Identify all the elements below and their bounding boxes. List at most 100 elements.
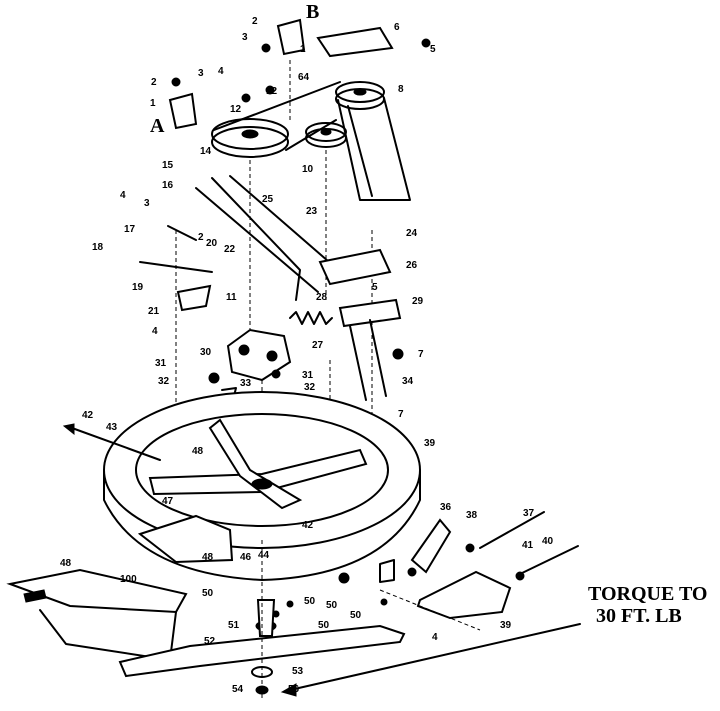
callout-4: 4	[218, 66, 224, 77]
callout-2: 2	[151, 77, 157, 88]
lift-rod-22	[195, 187, 319, 293]
callout-31: 31	[155, 358, 167, 369]
callout-37: 37	[523, 508, 535, 519]
callout-64: 64	[298, 72, 310, 83]
callout-46: 46	[240, 552, 252, 563]
deck-top	[103, 391, 421, 549]
callout-11: 11	[226, 292, 237, 303]
callout-a: A	[150, 115, 165, 137]
callout-34: 34	[402, 376, 414, 387]
callout-3: 3	[198, 68, 204, 79]
callout-6: 6	[394, 22, 400, 33]
callout-23: 23	[306, 206, 318, 217]
callout-41: 41	[522, 540, 534, 551]
callout-50: 50	[304, 596, 316, 607]
callout-16: 16	[162, 180, 174, 191]
callout-25: 25	[262, 194, 274, 205]
callout-21: 21	[148, 306, 160, 317]
callout-39: 39	[424, 438, 436, 449]
callout-19: 19	[132, 282, 144, 293]
callout-5: 5	[372, 282, 378, 293]
svg-text:100: 100	[120, 574, 137, 585]
callout-4: 4	[432, 632, 438, 643]
callout-20: 20	[206, 238, 218, 249]
callout-31: 31	[302, 370, 314, 381]
idler-bracket-29	[338, 298, 402, 328]
callout-1: 1	[300, 44, 306, 55]
torque-note-line2: 30 FT. LB	[596, 605, 682, 627]
callout-12: 12	[230, 104, 242, 115]
callout-7: 7	[418, 349, 424, 360]
callout-1: 1	[150, 98, 156, 109]
callout-38: 38	[466, 510, 478, 521]
callout-33: 33	[240, 378, 252, 389]
mower-deck-housing	[62, 391, 421, 581]
callout-48: 48	[192, 446, 204, 457]
callout-29: 29	[412, 296, 424, 307]
callout-53: 53	[292, 666, 304, 677]
callout-b: B	[306, 1, 319, 23]
callout-22: 22	[224, 244, 236, 255]
mower-blade-52	[118, 624, 406, 678]
callout-50: 50	[326, 600, 338, 611]
callout-3: 3	[144, 198, 150, 209]
callout-56: 56	[288, 684, 300, 695]
callout-labels: B A 2 2 2 3 3 3 1 1 4 4 4 4 5 5 6 7 7 8 …	[60, 1, 554, 695]
callout-14: 14	[200, 146, 212, 157]
callout-18: 18	[92, 242, 104, 253]
callout-36: 36	[440, 502, 452, 513]
callout-32: 32	[304, 382, 316, 393]
callout-17: 17	[124, 224, 136, 235]
callout-47: 47	[162, 496, 174, 507]
blade-assembly	[118, 540, 406, 700]
rod-19	[139, 261, 213, 273]
callout-48: 48	[202, 552, 214, 563]
callout-50: 50	[318, 620, 330, 631]
blade-in-deck	[148, 448, 368, 496]
idler-arm-26	[318, 248, 392, 286]
torque-arrow	[289, 623, 581, 691]
callout-26: 26	[406, 260, 418, 271]
callout-30: 30	[200, 347, 212, 358]
callout-54: 54	[232, 684, 244, 695]
callout-50: 50	[350, 610, 362, 621]
callout-40: 40	[542, 536, 554, 547]
callout-50: 50	[202, 588, 214, 599]
spindle-51	[256, 599, 276, 637]
spring-27	[289, 311, 333, 325]
torque-note: TORQUE TO 30 FT. LB	[588, 583, 708, 627]
callout-5: 5	[430, 44, 436, 55]
drive-belt-assembly	[168, 18, 431, 440]
rod-42	[71, 427, 161, 461]
callout-3: 3	[242, 32, 248, 43]
callout-52: 52	[204, 636, 216, 647]
spindle-housing-30	[226, 328, 292, 382]
callout-42: 42	[302, 520, 314, 531]
lift-arm-36	[410, 518, 452, 574]
callout-12: 12	[266, 86, 278, 97]
torque-note-line1: TORQUE TO	[588, 583, 708, 605]
callout-2: 2	[198, 232, 204, 243]
callout-43: 43	[106, 422, 118, 433]
mounting-bracket-b	[276, 18, 306, 56]
callout-7: 7	[398, 409, 404, 420]
callout-2: 2	[252, 16, 258, 27]
callout-39: 39	[500, 620, 512, 631]
belt-guard-bracket	[316, 26, 394, 58]
discharge-chute: 100	[6, 568, 188, 661]
callout-42: 42	[82, 410, 94, 421]
callout-24: 24	[406, 228, 418, 239]
callout-51: 51	[228, 620, 240, 631]
callout-4: 4	[120, 190, 126, 201]
callout-8: 8	[398, 84, 404, 95]
callout-28: 28	[316, 292, 328, 303]
callout-15: 15	[162, 160, 174, 171]
rod-40	[519, 545, 579, 575]
callout-27: 27	[312, 340, 324, 351]
rod-37	[479, 511, 545, 549]
callout-10: 10	[302, 164, 314, 175]
bracket-21	[176, 284, 212, 312]
callout-32: 32	[158, 376, 170, 387]
